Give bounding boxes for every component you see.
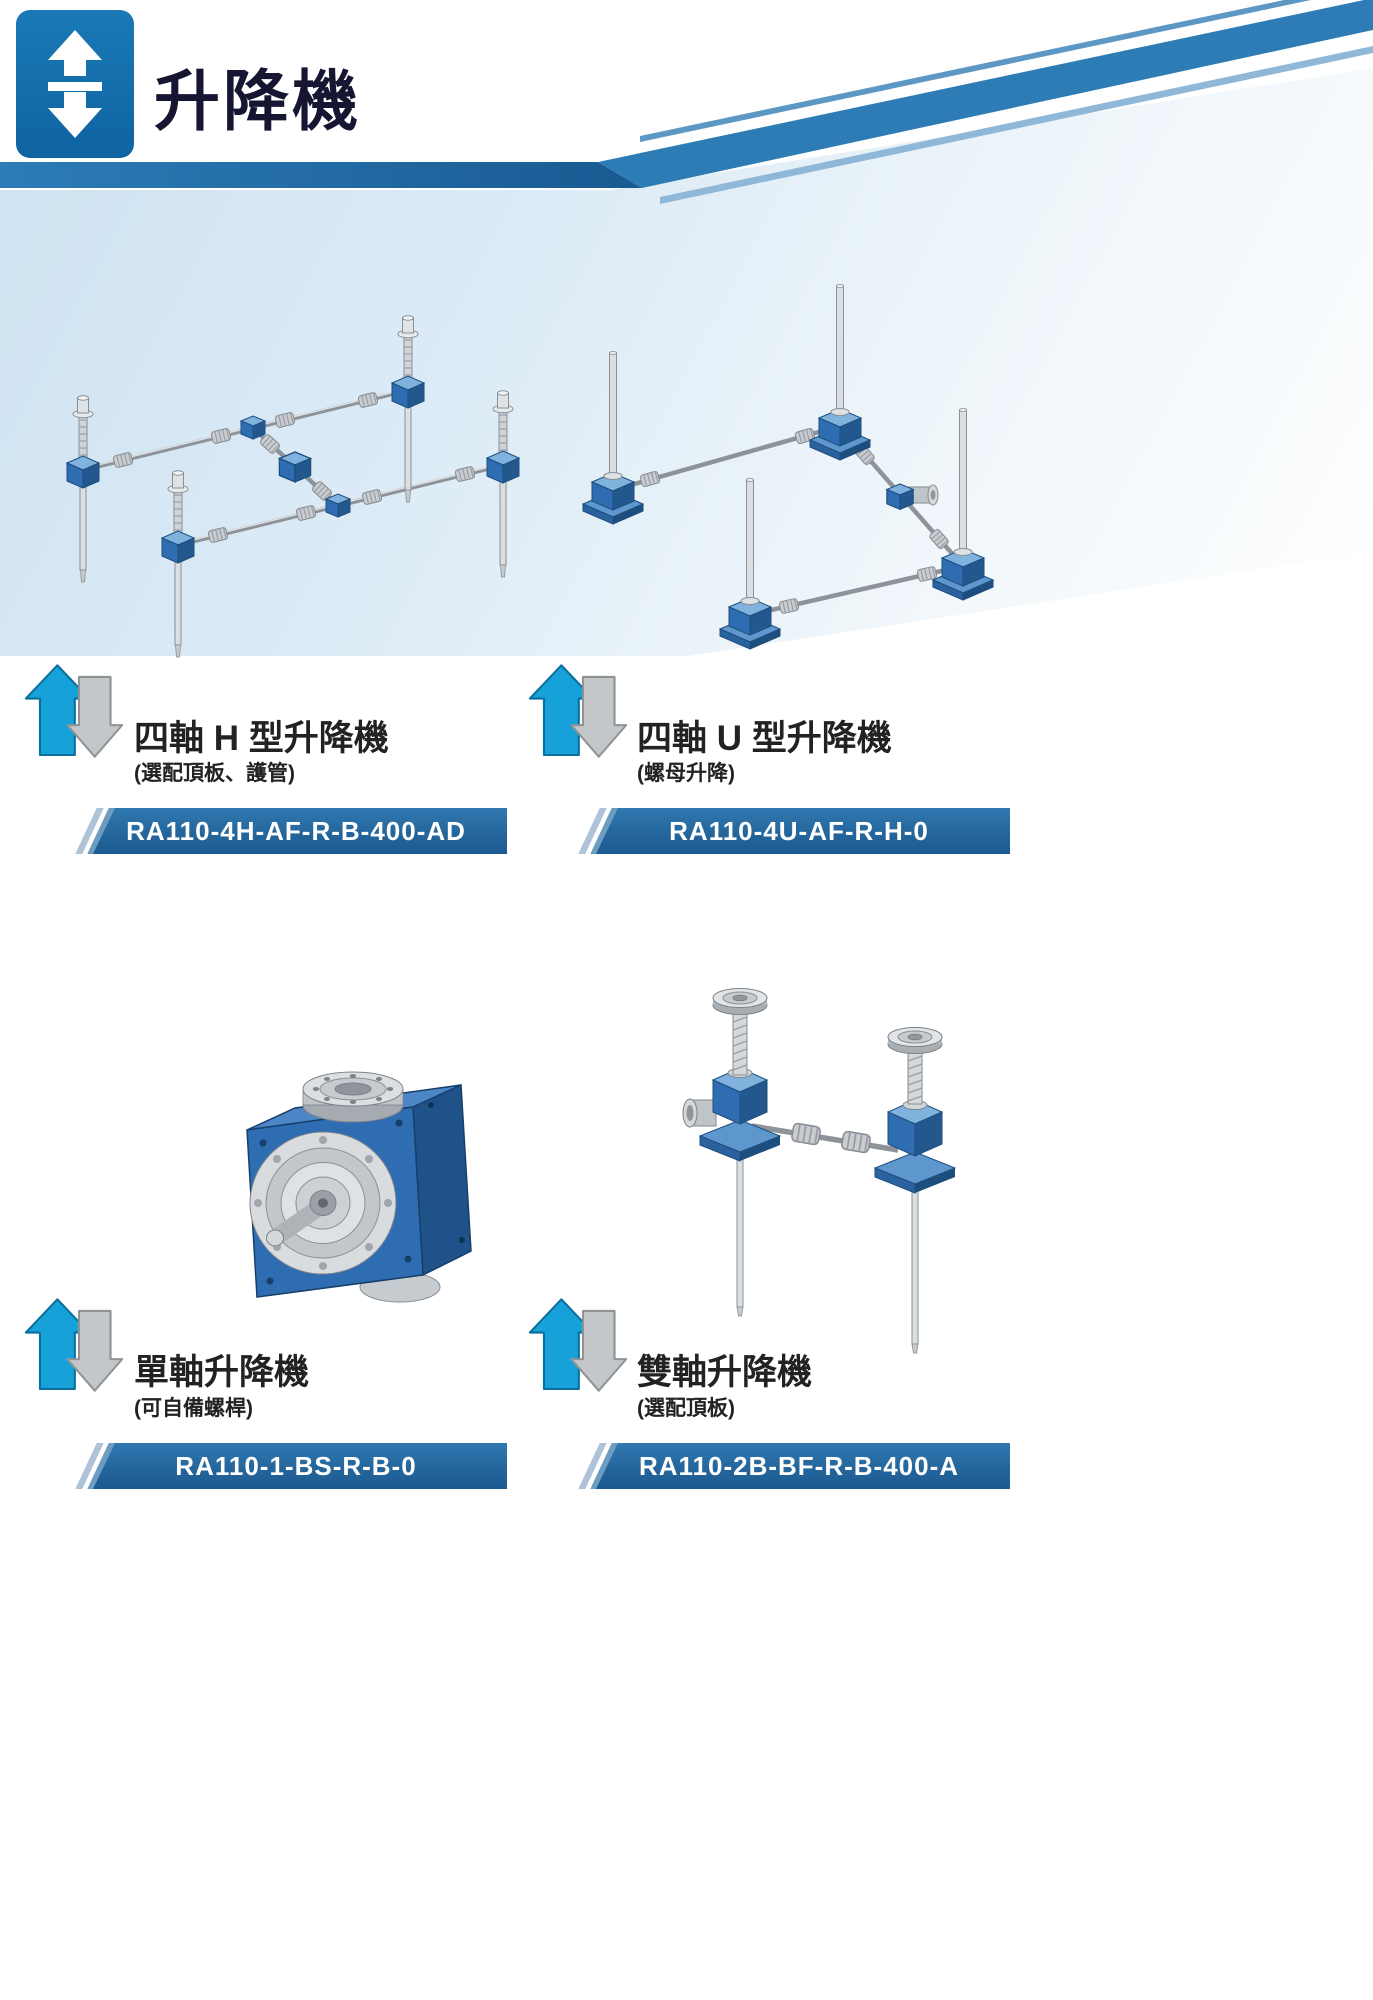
up-down-arrows-icon bbox=[528, 664, 628, 758]
lift-up-down-icon bbox=[48, 30, 102, 138]
lift-logo bbox=[16, 10, 134, 158]
front-flange bbox=[249, 1131, 397, 1275]
model-number: RA110-4H-AF-R-B-400-AD bbox=[93, 808, 507, 854]
product-section-4u: 四軸 U 型升降機 (螺母升降) RA110-4U-AF-R-H-0 bbox=[505, 655, 1065, 870]
product-subtitle: (可自備螺桿) bbox=[134, 1397, 253, 1420]
product-section-4h: 四軸 H 型升降機 (選配頂板、護管) RA110-4H-AF-R-B-400-… bbox=[0, 655, 560, 870]
product-subtitle: (選配頂板) bbox=[637, 1397, 735, 1420]
product-subtitle: (選配頂板、護管) bbox=[134, 762, 295, 785]
up-down-arrows-icon bbox=[528, 1298, 628, 1392]
product-name: 四軸 H 型升降機 bbox=[134, 719, 389, 758]
up-down-arrows-icon bbox=[24, 1298, 124, 1392]
page-title: 升降機 bbox=[154, 64, 361, 138]
model-banner: RA110-4H-AF-R-B-400-AD bbox=[75, 808, 507, 854]
model-banner: RA110-1-BS-R-B-0 bbox=[75, 1443, 507, 1489]
model-banner: RA110-4U-AF-R-H-0 bbox=[578, 808, 1010, 854]
product-section-dual: 雙軸升降機 (選配頂板) RA110-2B-BF-R-B-400-A bbox=[505, 1288, 1065, 1503]
model-number: RA110-4U-AF-R-H-0 bbox=[596, 808, 1010, 854]
product-name: 雙軸升降機 bbox=[637, 1353, 813, 1392]
header-ribbon bbox=[0, 0, 1373, 204]
product-section-single: 單軸升降機 (可自備螺桿) RA110-1-BS-R-B-0 bbox=[0, 1288, 560, 1503]
model-number: RA110-2B-BF-R-B-400-A bbox=[596, 1443, 1010, 1489]
up-down-arrows-icon bbox=[24, 664, 124, 758]
four-axis-u-type-illustration bbox=[582, 283, 994, 650]
lead-screw bbox=[732, 1006, 923, 1105]
input-flange bbox=[682, 1098, 717, 1128]
model-number: RA110-1-BS-R-B-0 bbox=[93, 1443, 507, 1489]
model-banner: RA110-2B-BF-R-B-400-A bbox=[578, 1443, 1010, 1489]
product-name: 四軸 U 型升降機 bbox=[637, 719, 892, 758]
four-axis-h-type-illustration bbox=[66, 315, 520, 658]
product-name: 單軸升降機 bbox=[134, 1353, 310, 1392]
product-subtitle: (螺母升降) bbox=[637, 762, 735, 785]
top-flange bbox=[302, 1071, 404, 1123]
single-axis-gearbox-illustration bbox=[246, 1071, 472, 1303]
dual-axis-illustration bbox=[682, 988, 956, 1354]
